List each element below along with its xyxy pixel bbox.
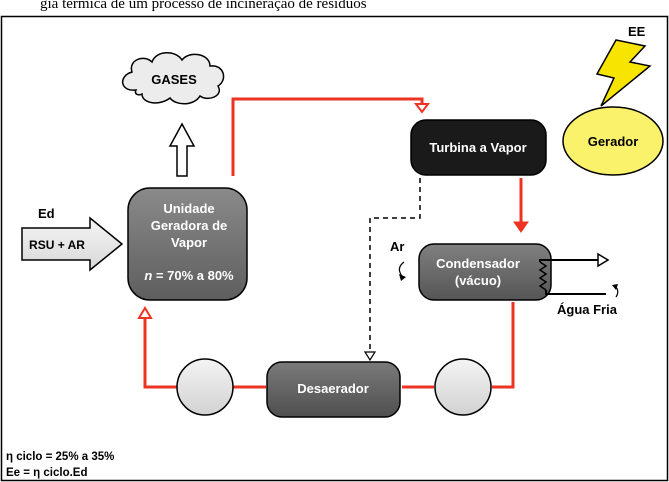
steam-extraction-line [369, 178, 421, 352]
boiler-efficiency-range: = 70% a 80% [152, 268, 234, 283]
energy-input-label: Ed [38, 206, 55, 221]
boiler-label-line3: Vapor [171, 235, 207, 250]
arrowhead-condenser-inlet [513, 221, 529, 233]
steam-turbine [410, 119, 547, 176]
deaerator-label: Desaerador [297, 381, 369, 396]
condenser-label-line1: Condensador [436, 256, 520, 271]
boiler-efficiency-symbol: n [144, 268, 152, 283]
fuel-input-label: RSU + AR [29, 238, 85, 252]
cooling-water-in-line [545, 290, 606, 295]
condenser-to-pump-line [492, 302, 515, 389]
arrowhead-deaerator-inlet [363, 351, 377, 362]
gases-cloud [122, 52, 225, 105]
air-curl-icon [398, 261, 405, 277]
air-label: Ar [390, 239, 404, 254]
gases-label: GASES [151, 72, 197, 87]
steam-line-to-turbine [231, 97, 424, 176]
fuel-input-arrow [21, 216, 124, 272]
cycle-efficiency-note: η ciclo = 25% a 35% [6, 451, 114, 463]
boiler-efficiency: n = 70% a 80% [144, 268, 234, 283]
condensate-pump [434, 358, 492, 416]
cold-water-label: Água Fria [557, 302, 618, 317]
condenser-label-line2: (vácuo) [455, 273, 501, 288]
cooling-water-out-line [539, 259, 598, 262]
steam-water-lines [143, 97, 523, 389]
air-curl-arrow [399, 274, 406, 281]
figure-frame [0, 15, 669, 482]
boiler-label-line1: Unidade [163, 201, 214, 216]
cooling-coil-icon [538, 261, 548, 291]
arrowhead-boiler-inlet [137, 306, 153, 319]
generator [562, 106, 664, 176]
arrowhead-turbine-inlet [414, 103, 430, 114]
energy-formula-note: Ee = η ciclo.Ed [6, 467, 88, 479]
deaerator [266, 361, 401, 418]
feedwater-return-line [143, 318, 177, 389]
figure-caption-fragment: gia térmica de um processo de incineraçã… [40, 0, 367, 12]
condenser [418, 243, 552, 301]
cooling-water-out-arrow [597, 252, 610, 268]
electric-energy-label: EE [628, 24, 646, 39]
cold-water-curl-arrow [612, 284, 618, 290]
gases-up-arrow [168, 122, 196, 177]
boiler-unit [127, 187, 248, 301]
lightning-icon [595, 39, 652, 107]
generator-label: Gerador [588, 134, 639, 149]
boiler-label-line2: Geradora de [151, 218, 228, 233]
feed-pump [176, 358, 234, 416]
turbine-label: Turbina a Vapor [429, 140, 526, 155]
